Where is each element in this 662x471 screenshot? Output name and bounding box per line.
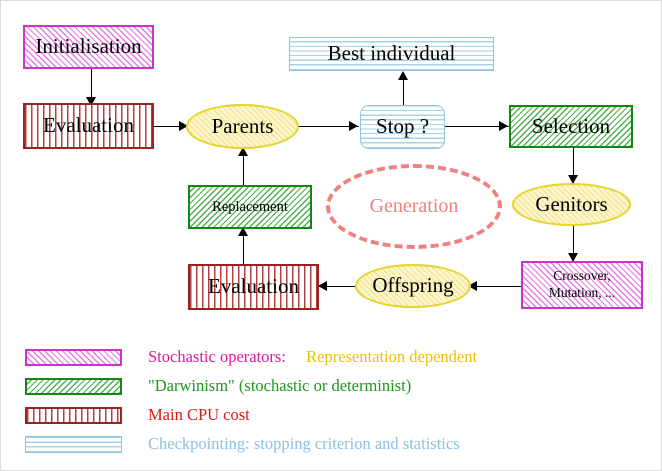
arrowhead-left-offspring [468, 281, 477, 291]
node-evaluation-top[interactable]: Evaluation [23, 103, 154, 149]
node-initialisation[interactable]: Initialisation [23, 25, 154, 69]
node-replacement-label: Replacement [212, 198, 288, 215]
arrowhead-up-parents [238, 147, 248, 156]
node-generation-label: Generation [369, 195, 459, 217]
node-evaluation-top-label: Evaluation [43, 113, 134, 138]
node-generation-cycle: Generation [326, 164, 502, 249]
node-initialisation-label: Initialisation [35, 34, 142, 59]
arrowhead-down-initialisation [86, 97, 96, 106]
node-selection[interactable]: Selection [509, 105, 633, 148]
arrowhead-left-evaluation-bottom [318, 281, 327, 291]
node-evaluation-bottom[interactable]: Evaluation [188, 264, 319, 310]
edge-evaluation-to-parents [152, 126, 188, 127]
edge-selection-to-genitors [573, 147, 574, 183]
edge-stop-to-best-individual [403, 73, 404, 106]
node-replacement[interactable]: Replacement [188, 185, 312, 229]
edge-parents-to-stop [297, 126, 359, 127]
node-best-individual-label: Best individual [327, 41, 456, 66]
node-selection-label: Selection [531, 113, 611, 138]
arrowhead-right-selection [499, 121, 508, 131]
legend-row-checkpointing: Checkpointing: stopping criterion and st… [25, 432, 460, 456]
edge-offspring-to-evaluation [319, 286, 363, 287]
legend-label-checkpointing: Checkpointing: stopping criterion and st… [148, 433, 460, 453]
edge-evaluation-to-replacement [243, 229, 244, 264]
legend-label-main-cpu-cost: Main CPU cost [148, 404, 250, 424]
legend-swatch-magenta-hatch [25, 348, 122, 366]
edge-genitors-to-crossover [573, 225, 574, 261]
edge-replacement-to-parents [243, 149, 244, 185]
arrowhead-up-replacement [238, 227, 248, 236]
arrowhead-up-best-individual [398, 71, 408, 80]
edge-initialisation-to-evaluation [91, 69, 92, 103]
node-stop-label: Stop ? [375, 114, 430, 139]
arrowhead-down-crossover [568, 253, 578, 262]
edge-stop-to-selection [444, 126, 509, 127]
node-crossover-mutation[interactable]: Crossover, Mutation, ... [521, 261, 643, 309]
legend-row-stochastic: Stochastic operators: Representation dep… [25, 345, 477, 369]
arrowhead-right-parents [179, 121, 188, 131]
legend-label-stochastic-operators: Stochastic operators: [148, 346, 286, 366]
legend-swatch-blue-horizontal-hatch [25, 435, 122, 453]
node-best-individual[interactable]: Best individual [289, 37, 494, 71]
node-stop[interactable]: Stop ? [360, 105, 445, 149]
node-evaluation-bottom-label: Evaluation [208, 274, 299, 299]
legend-label-darwinism: "Darwinism" (stochastic or determinist) [148, 375, 412, 395]
legend-text-stochastic: Stochastic operators: Representation dep… [148, 346, 478, 366]
legend-row-cpu-cost: Main CPU cost [25, 403, 250, 427]
node-genitors-label: Genitors [535, 191, 608, 216]
node-parents[interactable]: Parents [186, 104, 299, 149]
legend-row-darwinism: "Darwinism" (stochastic or determinist) [25, 374, 411, 398]
legend-label-representation-dependent: Representation dependent [306, 346, 478, 366]
node-offspring[interactable]: Offspring [355, 264, 471, 308]
node-offspring-label: Offspring [372, 273, 454, 298]
arrowhead-down-genitors [568, 175, 578, 184]
legend-swatch-red-vertical-hatch [25, 406, 122, 424]
legend-swatch-green-hatch [25, 377, 122, 395]
node-crossover-line2: Mutation, ... [548, 285, 616, 300]
node-crossover-line1: Crossover, [553, 268, 611, 284]
arrowhead-right-stop [349, 121, 358, 131]
edge-crossover-to-offspring [469, 286, 521, 287]
node-parents-label: Parents [211, 113, 274, 138]
node-genitors[interactable]: Genitors [512, 183, 631, 226]
